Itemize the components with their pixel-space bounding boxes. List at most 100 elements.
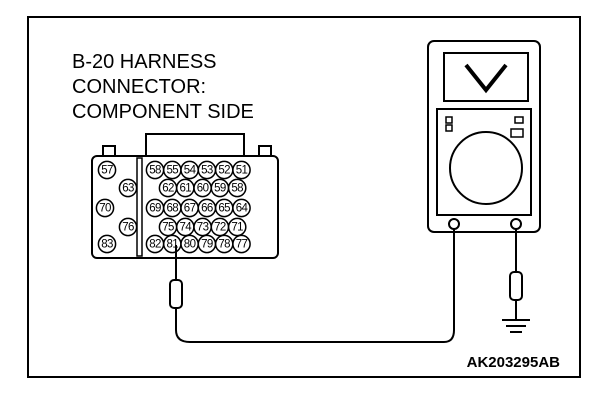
pin-60: 60 xyxy=(193,178,212,198)
pin-circle xyxy=(118,178,138,198)
pin-circle xyxy=(118,217,138,237)
pin-78: 78 xyxy=(214,234,234,254)
pin-55: 55 xyxy=(162,160,182,180)
figure-code: AK203295AB xyxy=(467,354,561,371)
pin-53: 53 xyxy=(197,160,217,180)
pin-label: 59 xyxy=(214,183,226,195)
pin-label: 62 xyxy=(162,183,174,195)
pin-label: 75 xyxy=(162,222,174,234)
pin-69: 69 xyxy=(145,198,165,218)
pin-65: 65 xyxy=(214,198,234,218)
pin-circle xyxy=(232,198,251,218)
pin-label: 52 xyxy=(218,165,230,177)
pin-58: 58 xyxy=(145,160,165,180)
pin-label: 58 xyxy=(149,165,161,177)
pin-62: 62 xyxy=(158,178,178,198)
pin-67: 67 xyxy=(180,198,199,218)
pin-label: 69 xyxy=(149,203,161,215)
pin-54: 54 xyxy=(180,160,199,180)
meter-com-jack xyxy=(448,218,460,230)
meter-v-jack xyxy=(510,218,522,230)
harness-connector: 57 58 55 54 53 52 51 63 62 61 60 59 58 70 69 68 67 66 65 64… xyxy=(91,133,279,259)
pin-66: 66 xyxy=(197,198,217,218)
connector-pins: 57 58 55 54 53 52 51 63 62 61 60 59 58 70 69 68 67 66 65 64… xyxy=(95,160,251,254)
pin-72: 72 xyxy=(210,217,230,237)
pin-label: 82 xyxy=(149,239,161,251)
ground-probe-handle xyxy=(509,271,523,301)
pin-label: 63 xyxy=(122,183,134,195)
pin-label: 79 xyxy=(201,239,213,251)
meter-indicator-left-b xyxy=(445,124,453,132)
pin-52: 52 xyxy=(214,160,234,180)
meter-case xyxy=(427,40,541,233)
pin-label: 65 xyxy=(218,203,230,215)
multimeter xyxy=(427,40,541,233)
pin-71: 71 xyxy=(227,217,247,237)
title-line-1: B-20 HARNESS xyxy=(72,51,217,73)
pin-label: 67 xyxy=(184,203,196,215)
pin-81: 81 xyxy=(162,234,182,254)
pin-label: 61 xyxy=(180,183,192,195)
meter-indicator-left-a xyxy=(445,116,453,124)
pin-label: 74 xyxy=(180,222,193,234)
pin-70: 70 xyxy=(95,198,115,218)
pin-label: 73 xyxy=(197,222,209,234)
pin-label: 58 xyxy=(231,183,243,195)
pin-82: 82 xyxy=(145,234,165,254)
pin-59: 59 xyxy=(210,178,230,198)
probe-handle xyxy=(169,279,183,309)
pin-label: 57 xyxy=(101,165,113,177)
figure-frame xyxy=(27,16,581,378)
pin-circle xyxy=(227,178,247,198)
pin-label: 55 xyxy=(167,165,179,177)
pin-64: 64 xyxy=(232,198,251,218)
title-line-2: CONNECTOR: xyxy=(72,76,206,98)
pin-label: 71 xyxy=(231,222,243,234)
pin-83: 83 xyxy=(97,234,117,254)
title-line-3: COMPONENT SIDE xyxy=(72,101,254,123)
pin-79: 79 xyxy=(197,234,217,254)
pin-73: 73 xyxy=(193,217,212,237)
pin-label: 66 xyxy=(201,203,213,215)
pin-58: 58 xyxy=(227,178,247,198)
meter-rotary-dial xyxy=(449,131,523,205)
pin-label: 78 xyxy=(218,239,230,251)
pin-label: 80 xyxy=(184,239,196,251)
pin-label: 83 xyxy=(101,239,113,251)
pin-circle xyxy=(95,198,115,218)
pin-circle xyxy=(97,160,117,180)
connector-divider xyxy=(136,157,143,257)
pin-80: 80 xyxy=(180,234,199,254)
meter-indicator-right-b xyxy=(510,128,524,138)
pin-circle xyxy=(227,217,247,237)
pin-label: 77 xyxy=(236,239,248,251)
pin-label: 72 xyxy=(214,222,226,234)
pin-label: 64 xyxy=(236,203,249,215)
pin-76: 76 xyxy=(118,217,138,237)
test-lead-wire xyxy=(175,229,455,343)
pin-63: 63 xyxy=(118,178,138,198)
pin-circle xyxy=(97,234,117,254)
pin-label: 68 xyxy=(167,203,179,215)
pin-label: 60 xyxy=(197,183,209,195)
pin-68: 68 xyxy=(162,198,182,218)
connector-title: B-20 HARNESS CONNECTOR: COMPONENT SIDE xyxy=(72,51,254,123)
pin-74: 74 xyxy=(175,217,195,237)
pin-51: 51 xyxy=(232,160,251,180)
pin-label: 76 xyxy=(122,222,134,234)
pin-label: 70 xyxy=(99,203,111,215)
pin-circle xyxy=(232,160,251,180)
meter-inner-panel xyxy=(436,108,532,216)
pin-label: 53 xyxy=(201,165,213,177)
pin-label: 51 xyxy=(236,165,248,177)
test-lead-ground xyxy=(502,229,530,333)
pin-61: 61 xyxy=(175,178,195,198)
ground-symbol-icon xyxy=(502,319,530,333)
voltage-symbol-icon xyxy=(464,63,508,94)
meter-display xyxy=(443,52,529,102)
connector-top-lock xyxy=(145,133,245,157)
pin-circle xyxy=(232,234,251,254)
pin-label: 54 xyxy=(184,165,197,177)
pin-57: 57 xyxy=(97,160,117,180)
